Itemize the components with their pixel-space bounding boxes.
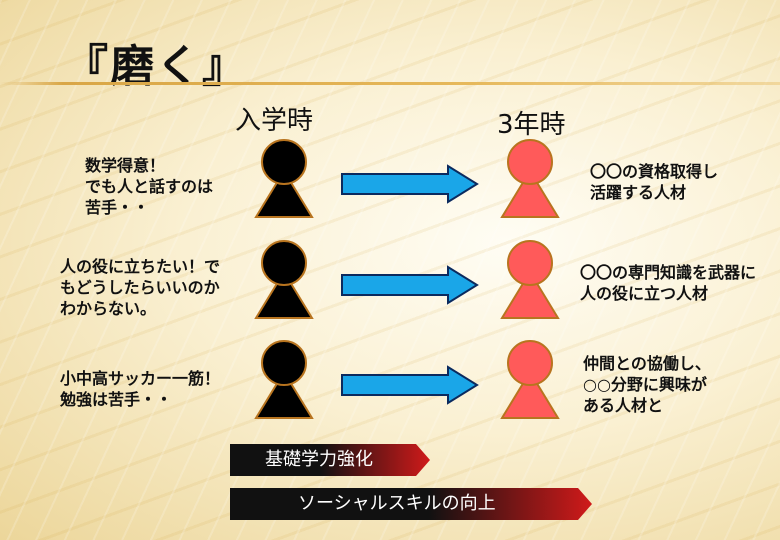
row2-arrow-icon [341,265,479,305]
row1-before-text: 数学得意！ でも人と話すのは 苦手・・ [85,156,214,217]
banner-basic-skills-shape [230,444,430,476]
row1-after-person-icon [500,139,560,218]
title-underline [0,82,780,85]
row3-before-text: 小中高サッカー一筋！ 勉強は苦手・・ [60,369,221,409]
row2-after-person-icon [500,240,560,319]
banner-basic-skills-label: 基礎学力強化 [265,449,373,470]
header-before: 入学時 [235,106,314,136]
row1-arrow-icon [341,164,479,204]
row1-before-person-icon [254,139,314,218]
header-after: 3年時 [497,110,566,140]
banner-social-skills-shape [230,488,592,520]
row2-before-text: 人の役に立ちたい！で もどうしたらいいのか わからない。 [60,257,221,318]
row2-before-person-icon [254,240,314,319]
row3-arrow-icon [341,365,479,405]
banner-social-skills: ソーシャルスキルの向上 [230,488,592,520]
banner-basic-skills: 基礎学力強化 [230,444,430,476]
row2-after-text: 〇〇の専門知識を武器に 人の役に立つ人材 [580,263,757,303]
banner-social-skills-label: ソーシャルスキルの向上 [298,493,496,514]
row3-before-person-icon [254,340,314,419]
row1-after-text: 〇〇の資格取得し 活躍する人材 [590,162,719,202]
row3-after-text: 仲間との協働し、 ○○分野に興味が ある人材と [583,354,711,415]
row3-after-person-icon [500,340,560,419]
